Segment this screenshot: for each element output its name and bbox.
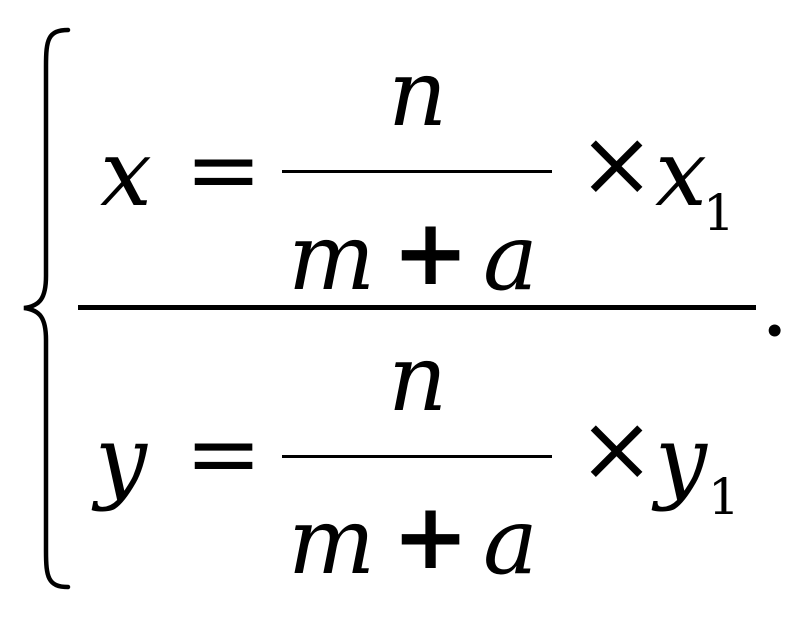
row2-times-sign: ×: [578, 395, 656, 502]
row2-variable: y: [95, 406, 147, 513]
row1-denominator-plus: +: [392, 198, 470, 306]
row2-denominator-m: m: [288, 488, 376, 595]
row2-numerator: n: [388, 325, 448, 432]
row1-fraction-bar: [282, 170, 552, 173]
row2-denominator-plus: +: [392, 482, 470, 590]
row1-times-sign: ×: [578, 110, 656, 217]
row1-numerator: n: [388, 40, 448, 147]
row2-rhs-subscript: 1: [708, 468, 740, 526]
row1-rhs-variable: x: [655, 120, 707, 227]
row2-equals-sign: =: [185, 400, 263, 507]
row1-equals-sign: =: [185, 116, 263, 223]
row1-rhs-subscript: 1: [703, 184, 735, 242]
row1-denominator-m: m: [288, 204, 376, 311]
row2-rhs-variable: y: [655, 406, 707, 513]
main-fraction-bar: [78, 305, 756, 310]
left-brace-icon: [23, 27, 71, 590]
terminating-period: .: [760, 250, 790, 357]
row1-variable: x: [100, 120, 152, 227]
row2-fraction-bar: [282, 455, 552, 458]
row1-denominator-a: a: [483, 204, 538, 311]
row2-denominator-a: a: [483, 488, 538, 595]
